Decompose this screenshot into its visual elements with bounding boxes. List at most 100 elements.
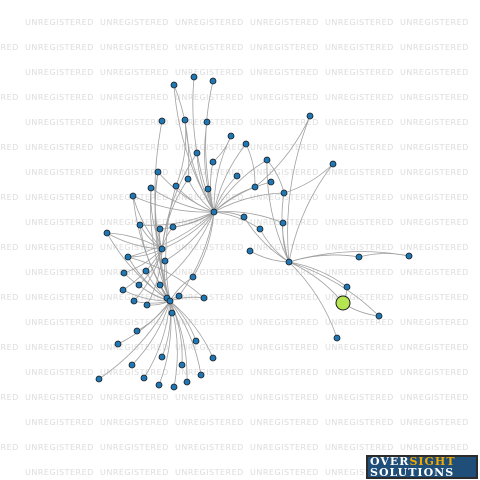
graph-edge bbox=[254, 115, 311, 188]
graph-node[interactable] bbox=[189, 273, 197, 281]
graph-edge bbox=[266, 159, 290, 263]
edge-layer bbox=[98, 76, 410, 388]
graph-edge bbox=[158, 300, 172, 386]
graph-node[interactable] bbox=[355, 253, 363, 261]
graph-edge bbox=[288, 261, 380, 317]
graph-node[interactable] bbox=[227, 132, 235, 140]
graph-node[interactable] bbox=[343, 283, 351, 291]
graph-edge bbox=[287, 115, 311, 263]
graph-node[interactable] bbox=[154, 168, 162, 176]
graph-edge bbox=[288, 261, 338, 339]
graph-node[interactable] bbox=[130, 297, 138, 305]
graph-edge bbox=[249, 250, 290, 263]
graph-node[interactable] bbox=[135, 281, 143, 289]
graph-node[interactable] bbox=[200, 294, 208, 302]
graph-node[interactable] bbox=[133, 327, 141, 335]
graph-edge bbox=[117, 300, 171, 345]
graph-node[interactable] bbox=[155, 381, 163, 389]
graph-node[interactable] bbox=[240, 213, 248, 221]
graph-edge bbox=[98, 300, 171, 380]
graph-node[interactable] bbox=[333, 334, 341, 342]
graph-edge bbox=[150, 187, 215, 213]
graph-node[interactable] bbox=[143, 301, 151, 309]
graph-node[interactable] bbox=[158, 245, 166, 253]
graph-edge bbox=[173, 84, 190, 180]
graph-node[interactable] bbox=[306, 112, 314, 120]
graph-node[interactable] bbox=[158, 117, 166, 125]
graph-edge bbox=[178, 211, 215, 297]
graph-edge bbox=[169, 300, 188, 383]
graph-node[interactable] bbox=[267, 178, 275, 186]
graph-node[interactable] bbox=[140, 374, 148, 382]
graph-node[interactable] bbox=[178, 361, 186, 369]
graph-node[interactable] bbox=[256, 225, 264, 233]
graph-node[interactable] bbox=[190, 73, 198, 81]
graph-node[interactable] bbox=[170, 81, 178, 89]
graph-edge bbox=[192, 211, 215, 278]
graph-node[interactable] bbox=[136, 221, 144, 229]
graph-node[interactable] bbox=[246, 247, 254, 255]
graph-node[interactable] bbox=[158, 353, 166, 361]
graph-node[interactable] bbox=[95, 375, 103, 383]
graph-node[interactable] bbox=[203, 118, 211, 126]
graph-node[interactable] bbox=[183, 378, 191, 386]
graph-edge bbox=[243, 216, 290, 263]
graph-edge bbox=[288, 163, 334, 263]
graph-node[interactable] bbox=[329, 160, 337, 168]
graph-node[interactable] bbox=[129, 192, 137, 200]
graph-edge bbox=[213, 181, 272, 213]
graph-node[interactable] bbox=[209, 354, 217, 362]
graph-edge bbox=[165, 185, 177, 302]
graph-node[interactable] bbox=[192, 337, 200, 345]
graph-node[interactable] bbox=[242, 140, 250, 148]
graph-node[interactable] bbox=[184, 175, 192, 183]
graph-edge bbox=[175, 185, 215, 213]
graph-node[interactable] bbox=[114, 340, 122, 348]
graph-node[interactable] bbox=[280, 189, 288, 197]
graph-node[interactable] bbox=[263, 156, 271, 164]
graph-node[interactable] bbox=[156, 225, 164, 233]
graph-edge bbox=[187, 178, 215, 213]
graph-node[interactable] bbox=[120, 269, 128, 277]
graph-node[interactable] bbox=[156, 281, 164, 289]
graph-node[interactable] bbox=[168, 309, 176, 317]
graph-node[interactable] bbox=[251, 183, 259, 191]
graph-node[interactable] bbox=[147, 184, 155, 192]
graph-node[interactable] bbox=[209, 77, 217, 85]
graph-node[interactable] bbox=[405, 252, 413, 260]
graph-node[interactable] bbox=[181, 116, 189, 124]
graph-node[interactable] bbox=[124, 253, 132, 261]
graph-node[interactable] bbox=[209, 158, 217, 166]
graph-edge bbox=[143, 300, 171, 379]
graph-node[interactable] bbox=[128, 361, 136, 369]
graph-edge bbox=[131, 300, 171, 366]
graph-edge bbox=[213, 192, 285, 213]
graph-node[interactable] bbox=[103, 229, 111, 237]
graph-node[interactable] bbox=[193, 149, 201, 157]
graph-edge bbox=[358, 253, 410, 258]
graph-edge bbox=[161, 211, 215, 250]
graph-node[interactable] bbox=[279, 219, 287, 227]
graph-node[interactable] bbox=[175, 292, 183, 300]
graph-node[interactable] bbox=[170, 383, 178, 391]
graph-edge bbox=[127, 256, 205, 299]
graph-node[interactable] bbox=[169, 223, 177, 231]
graph-node[interactable] bbox=[375, 312, 383, 320]
graph-node[interactable] bbox=[233, 172, 241, 180]
graph-node[interactable] bbox=[285, 258, 293, 266]
graph-node[interactable] bbox=[210, 208, 218, 216]
highlighted-graph-node[interactable] bbox=[335, 295, 351, 311]
graph-edge bbox=[204, 121, 215, 213]
graph-node[interactable] bbox=[161, 257, 169, 265]
graph-node[interactable] bbox=[197, 371, 205, 379]
graph-edge bbox=[161, 178, 189, 250]
graph-node[interactable] bbox=[204, 185, 212, 193]
graph-edge bbox=[164, 211, 215, 262]
logo-line-1: OVERSIGHT bbox=[370, 456, 456, 467]
graph-node[interactable] bbox=[172, 182, 180, 190]
graph-node[interactable] bbox=[142, 267, 150, 275]
graph-node[interactable] bbox=[166, 297, 174, 305]
graph-node[interactable] bbox=[119, 286, 127, 294]
node-layer bbox=[95, 73, 413, 391]
